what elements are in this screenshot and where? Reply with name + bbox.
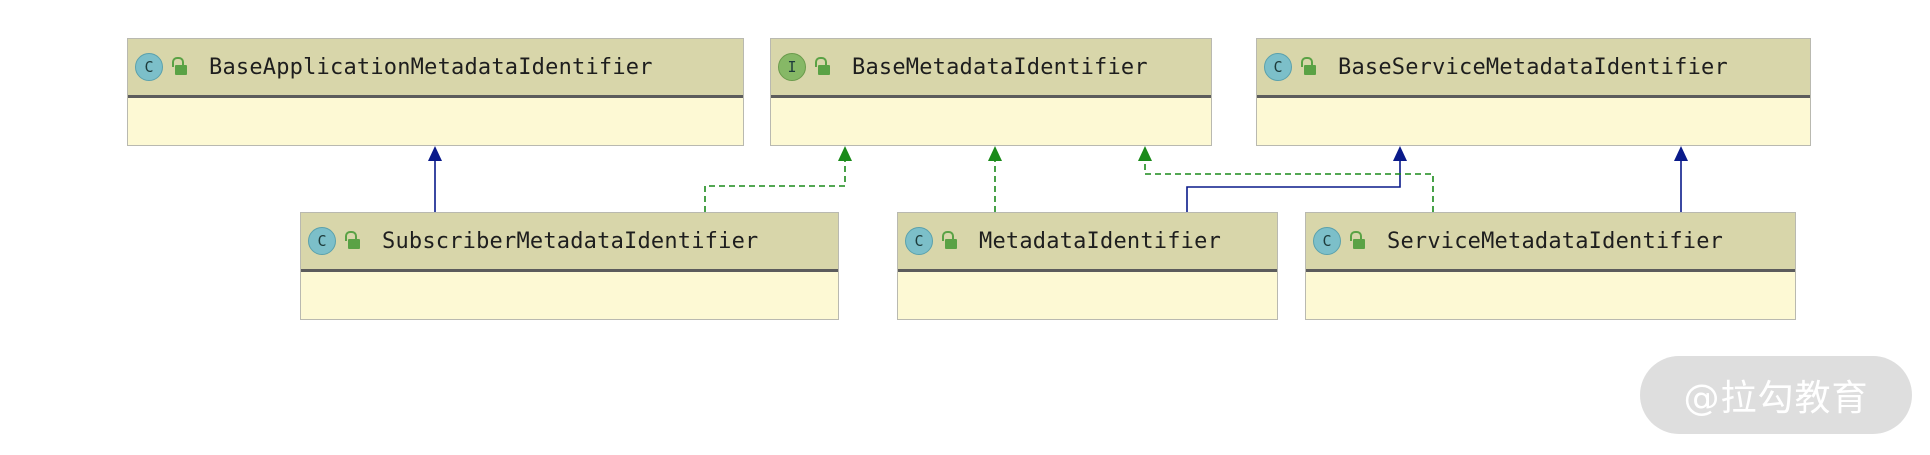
class-box-base-metadata-identifier[interactable]: I BaseMetadataIdentifier <box>770 38 1212 146</box>
class-kind-icon: C <box>905 227 933 255</box>
class-box-service-metadata-identifier[interactable]: C ServiceMetadataIdentifier <box>1305 212 1796 320</box>
class-kind-icon: C <box>1313 227 1341 255</box>
class-name: SubscriberMetadataIdentifier <box>382 228 759 254</box>
class-kind-icon: C <box>308 227 336 255</box>
public-visibility-icon <box>1349 231 1365 251</box>
class-header: C MetadataIdentifier <box>898 213 1277 272</box>
watermark-logo: @拉勾教育 <box>1640 356 1912 434</box>
class-box-base-service-metadata-identifier[interactable]: C BaseServiceMetadataIdentifier <box>1256 38 1811 146</box>
public-visibility-icon <box>1300 57 1316 77</box>
class-members-section <box>128 98 743 145</box>
class-header: C ServiceMetadataIdentifier <box>1306 213 1795 272</box>
class-members-section <box>1257 98 1810 145</box>
public-visibility-icon <box>171 57 187 77</box>
class-name: ServiceMetadataIdentifier <box>1387 228 1724 254</box>
public-visibility-icon <box>344 231 360 251</box>
class-name: BaseApplicationMetadataIdentifier <box>209 54 653 80</box>
class-members-section <box>771 98 1211 145</box>
class-name: BaseServiceMetadataIdentifier <box>1338 54 1728 80</box>
class-header: C BaseServiceMetadataIdentifier <box>1257 39 1810 98</box>
interface-kind-icon: I <box>778 53 806 81</box>
class-kind-icon: C <box>135 53 163 81</box>
class-header: I BaseMetadataIdentifier <box>771 39 1211 98</box>
class-members-section <box>1306 272 1795 319</box>
class-name: MetadataIdentifier <box>979 228 1222 254</box>
class-header: C BaseApplicationMetadataIdentifier <box>128 39 743 98</box>
public-visibility-icon <box>814 57 830 77</box>
class-members-section <box>301 272 838 319</box>
class-box-base-application-metadata-identifier[interactable]: C BaseApplicationMetadataIdentifier <box>127 38 744 146</box>
class-box-subscriber-metadata-identifier[interactable]: C SubscriberMetadataIdentifier <box>300 212 839 320</box>
class-name: BaseMetadataIdentifier <box>852 54 1148 80</box>
class-header: C SubscriberMetadataIdentifier <box>301 213 838 272</box>
class-kind-icon: C <box>1264 53 1292 81</box>
public-visibility-icon <box>941 231 957 251</box>
class-members-section <box>898 272 1277 319</box>
class-box-metadata-identifier[interactable]: C MetadataIdentifier <box>897 212 1278 320</box>
